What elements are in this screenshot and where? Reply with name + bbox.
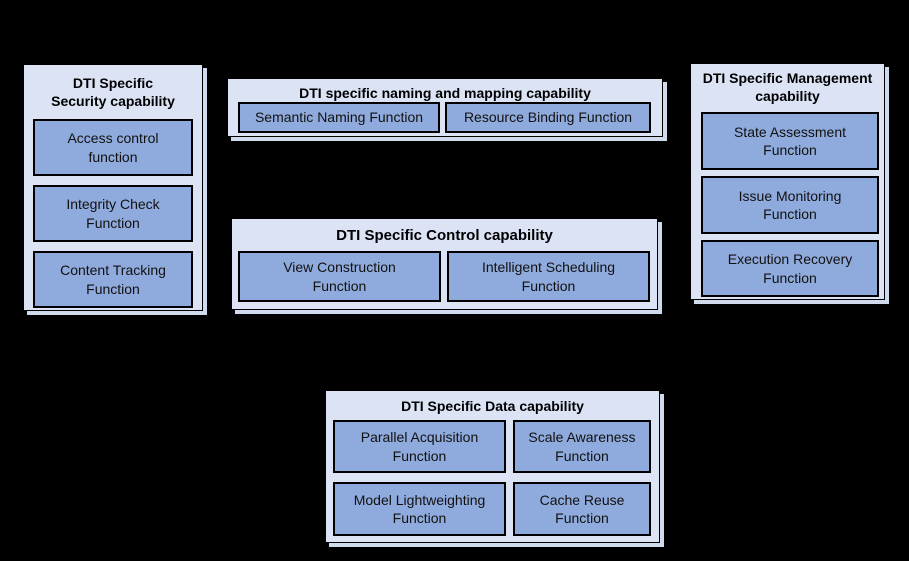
function-box-state-assessment: State Assessment Function	[701, 112, 879, 170]
capability-box-naming-mapping: DTI specific naming and mapping capabili…	[227, 78, 663, 137]
capability-box-control: DTI Specific Control capability View Con…	[231, 218, 658, 310]
function-box-resource-binding: Resource Binding Function	[445, 102, 651, 133]
function-box-issue-monitoring: Issue Monitoring Function	[701, 176, 879, 234]
capability-box-security: DTI Specific Security capability Access …	[23, 64, 203, 311]
function-box-scale-awareness: Scale Awareness Function	[513, 420, 651, 473]
capability-title-data: DTI Specific Data capability	[401, 398, 584, 414]
function-box-parallel-acquisition: Parallel Acquisition Function	[333, 420, 506, 473]
function-box-integrity-check: Integrity Check Function	[33, 185, 193, 242]
capability-title-security: DTI Specific Security capability	[51, 75, 175, 110]
function-box-access-control: Access control function	[33, 119, 193, 176]
function-box-semantic-naming: Semantic Naming Function	[238, 102, 440, 133]
function-box-execution-recovery: Execution Recovery Function	[701, 240, 879, 297]
capability-title-control: DTI Specific Control capability	[336, 227, 553, 244]
capability-box-data: DTI Specific Data capability Parallel Ac…	[325, 390, 660, 543]
function-box-content-tracking: Content Tracking Function	[33, 251, 193, 308]
function-box-model-lightweighting: Model Lightweighting Function	[333, 482, 506, 536]
function-box-cache-reuse: Cache Reuse Function	[513, 482, 651, 536]
capability-title-management: DTI Specific Management capability	[702, 70, 873, 105]
function-box-intelligent-scheduling: Intelligent Scheduling Function	[447, 251, 650, 302]
function-box-view-construction: View Construction Function	[238, 251, 441, 302]
capability-title-naming-mapping: DTI specific naming and mapping capabili…	[299, 85, 591, 101]
capability-box-management: DTI Specific Management capability State…	[690, 63, 885, 300]
